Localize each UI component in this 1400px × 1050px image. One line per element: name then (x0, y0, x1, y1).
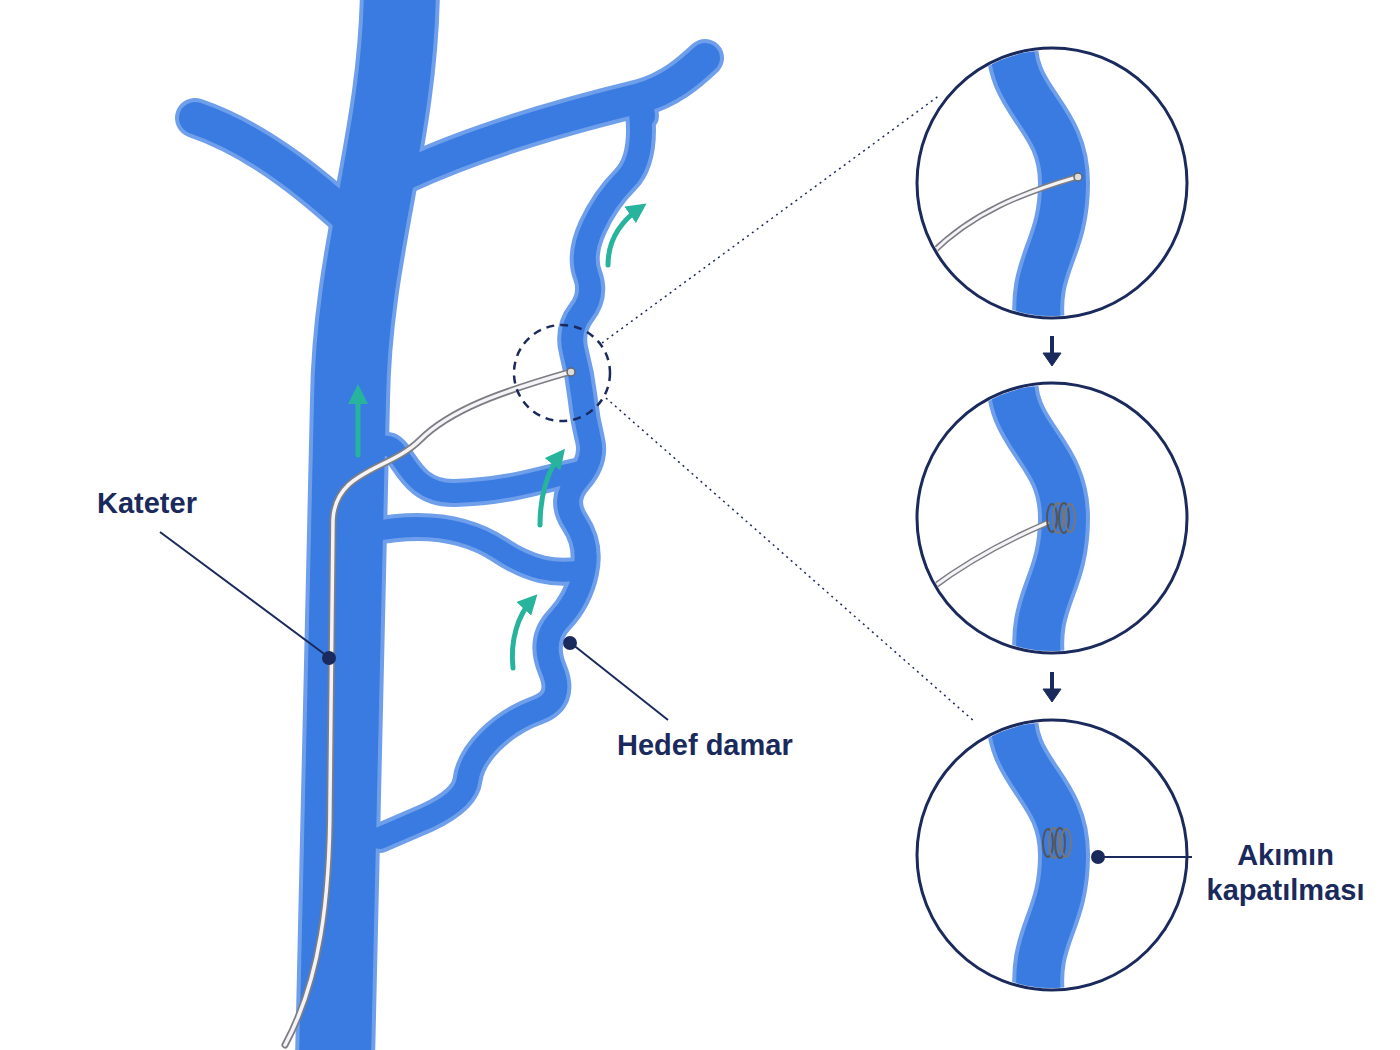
catheter-label: Kateter (97, 486, 197, 521)
inset-occlusion (917, 705, 1187, 1005)
catheter-core (285, 372, 570, 1045)
occlusion-label: Akımın kapatılması (1198, 838, 1373, 908)
target-vessel-label: Hedef damar (617, 728, 793, 763)
inset-catheter (917, 33, 1187, 333)
leader-lines (160, 532, 1192, 863)
flow-arrows (358, 208, 640, 668)
vessel-outline (195, 0, 705, 1050)
vessel (195, 0, 705, 1050)
inset-coil-deploy (917, 368, 1187, 668)
zoom-line (602, 95, 940, 343)
zoom-circle (514, 325, 610, 421)
catheter-tip (567, 368, 575, 376)
zoom-line (606, 398, 975, 722)
step-arrows (1043, 336, 1061, 702)
catheter (285, 372, 570, 1045)
